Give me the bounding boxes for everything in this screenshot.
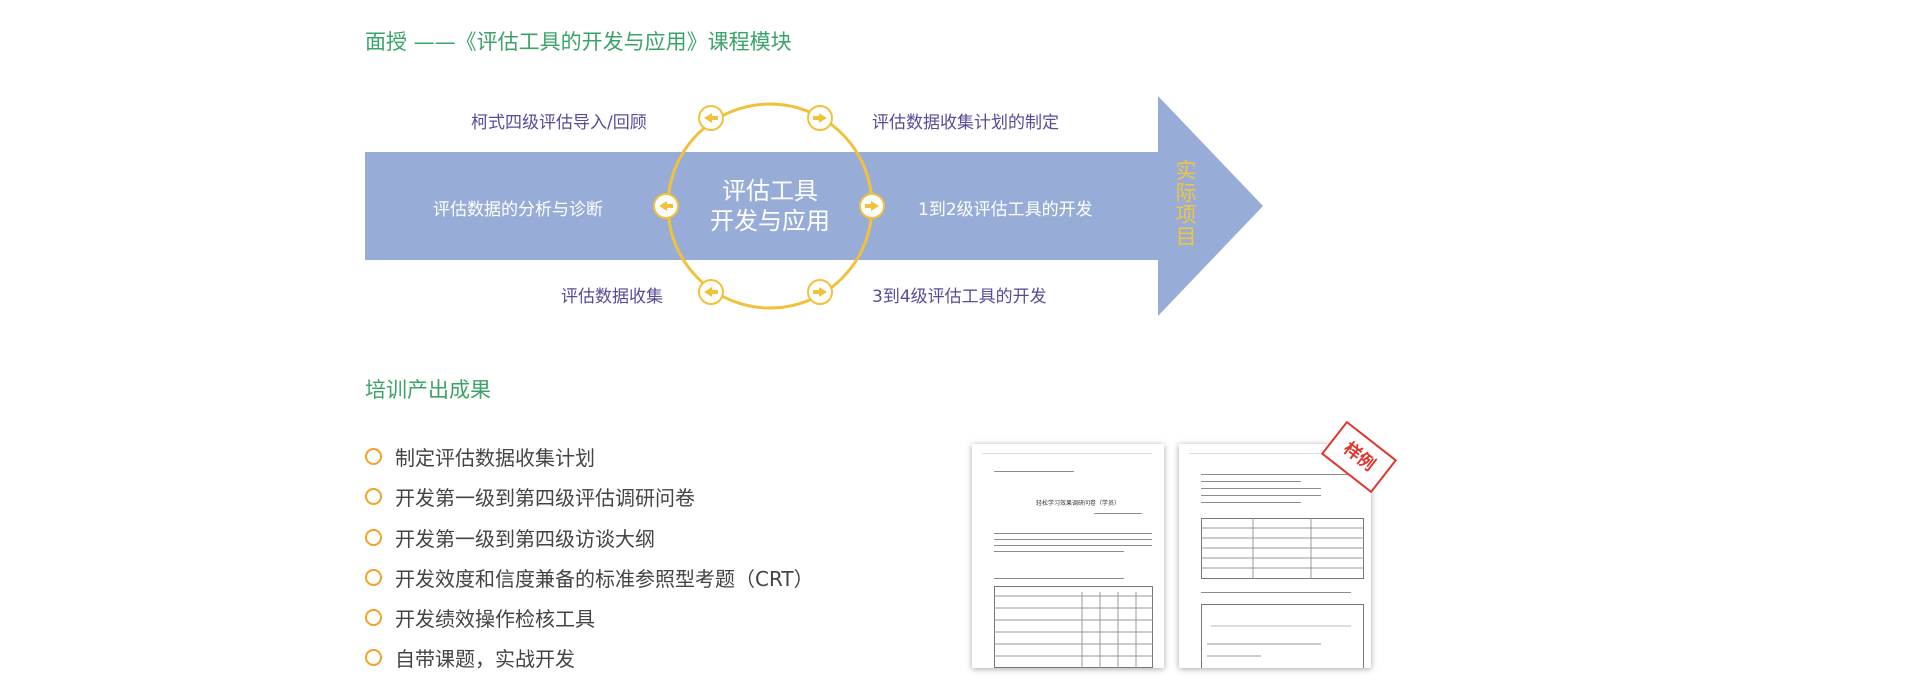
circle-bullet-icon xyxy=(365,568,382,586)
node-bottom-left xyxy=(698,279,724,305)
outcome-text: 开发第一级到第四级评估调研问卷 xyxy=(395,485,695,510)
sample-scale-box xyxy=(1201,604,1364,668)
list-item: 自带课题，实战开发 xyxy=(365,641,575,673)
list-item: 开发第一级到第四级访谈大纲 xyxy=(365,521,655,553)
practice-project-char: 目 xyxy=(1175,225,1197,249)
node-bottom-right xyxy=(807,279,833,305)
outcome-text: 开发绩效操作检核工具 xyxy=(395,606,595,631)
practice-project-char: 实 xyxy=(1175,159,1197,183)
sample-page-left: 轻松学习效果调研问卷（学员） xyxy=(972,444,1164,668)
label-bottom-left: 评估数据收集 xyxy=(561,287,663,307)
practice-project-char: 际 xyxy=(1175,181,1197,205)
module-section-title: 面授 ——《评估工具的开发与应用》课程模块 xyxy=(365,30,792,54)
outcome-text: 开发第一级到第四级访谈大纲 xyxy=(395,526,655,551)
outcome-text: 自带课题，实战开发 xyxy=(395,646,575,671)
center-title-line1: 评估工具 xyxy=(722,177,818,205)
practice-project-char: 项 xyxy=(1175,203,1197,227)
outcome-text: 开发效度和信度兼备的标准参照型考题（CRT） xyxy=(395,566,814,591)
list-item: 开发第一级到第四级评估调研问卷 xyxy=(365,480,695,512)
node-top-right xyxy=(807,105,833,131)
circle-bullet-icon xyxy=(365,447,382,465)
center-title-line2: 开发与应用 xyxy=(710,207,830,235)
node-mid-right xyxy=(859,193,885,219)
sample-table-left xyxy=(994,586,1153,668)
circle-bullet-icon xyxy=(365,528,382,546)
circle-bullet-icon xyxy=(365,608,382,626)
label-mid-left: 评估数据的分析与诊断 xyxy=(433,200,603,220)
practice-project-tag: 实 际 项 目 xyxy=(1172,160,1200,248)
list-item: 制定评估数据收集计划 xyxy=(365,440,595,472)
sample-doc-title: 轻松学习效果调研问卷（学员） xyxy=(1036,500,1121,507)
outcomes-section-title: 培训产出成果 xyxy=(365,378,491,402)
circle-bullet-icon xyxy=(365,648,382,666)
practice-arrow-head xyxy=(1158,96,1263,316)
label-top-right: 评估数据收集计划的制定 xyxy=(872,113,1059,133)
sample-table-right xyxy=(1201,518,1364,579)
center-title: 评估工具 开发与应用 xyxy=(700,176,840,236)
sample-page-right xyxy=(1179,444,1371,668)
node-top-left xyxy=(698,105,724,131)
label-top-left: 柯式四级评估导入/回顾 xyxy=(471,113,647,133)
label-mid-right: 1到2级评估工具的开发 xyxy=(918,200,1093,220)
node-mid-left xyxy=(653,193,679,219)
list-item: 开发绩效操作检核工具 xyxy=(365,601,595,633)
circle-bullet-icon xyxy=(365,487,382,505)
label-bottom-right: 3到4级评估工具的开发 xyxy=(872,287,1047,307)
outcome-text: 制定评估数据收集计划 xyxy=(395,445,595,470)
process-band xyxy=(365,152,1162,260)
list-item: 开发效度和信度兼备的标准参照型考题（CRT） xyxy=(365,561,814,593)
